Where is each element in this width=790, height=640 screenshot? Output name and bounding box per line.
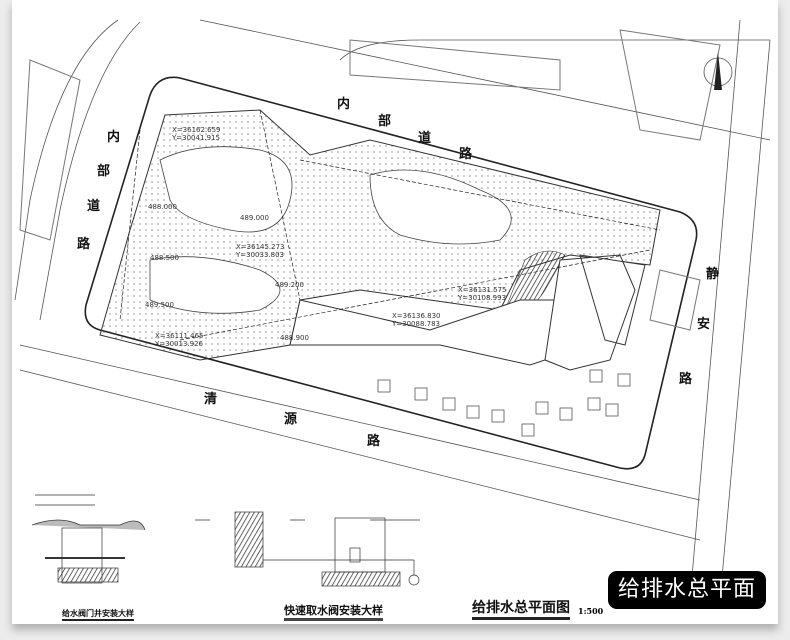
quick-valve-detail-title: 快速取水阀安装大样 (284, 602, 383, 621)
elevation: 488.500 (150, 254, 179, 262)
valve-well-detail (31, 494, 146, 584)
road-char: 内 (107, 129, 120, 145)
road-char: 部 (378, 113, 391, 129)
elevation: 488.000 (148, 203, 177, 211)
coord-y: Y=30033.803 (235, 251, 284, 259)
elevation: 489.200 (275, 281, 304, 289)
road-label-inner-left: 内 部 道 路 (77, 129, 120, 252)
plan-scale: 1:500 (578, 606, 604, 616)
valve-well-detail-title: 给水阀门井安装大样 (62, 608, 134, 621)
buildings (19, 29, 721, 371)
elevation: 489.000 (240, 214, 269, 222)
title-badge: 给排水总平面图 (608, 571, 766, 624)
road-label-qingyuan: 清 源 路 (204, 391, 381, 449)
surrounding-roads (14, 19, 771, 601)
elevation-labels: 489.000 488.500 489.500 489.200 488.000 … (145, 203, 309, 342)
coord-y: Y=30108.993 (457, 294, 506, 302)
plan-title: 给排水总平面图 (472, 597, 570, 620)
quick-valve-detail (195, 511, 420, 587)
coord-x: X=36111.465 (155, 332, 204, 340)
north-arrow-icon (703, 52, 733, 90)
parking-blocks (377, 369, 631, 437)
road-char: 静 (706, 266, 719, 282)
coord-x: X=36131.575 (458, 286, 507, 294)
site-boundary (84, 76, 698, 470)
road-char: 部 (97, 163, 110, 179)
road-char: 道 (418, 130, 431, 146)
road-char: 道 (87, 198, 100, 214)
coord-y: Y=30013.926 (154, 340, 204, 348)
drawing-sheet: 内 部 道 路 内 部 道 路 静 安 路 清 源 路 X=36162.659 … (12, 0, 778, 624)
road-label-jingan: 静 安 路 (679, 266, 719, 387)
road-char: 路 (679, 371, 693, 387)
elevation: 488.900 (280, 334, 309, 342)
road-label-inner-top: 内 部 道 路 (337, 96, 473, 162)
water-pipes (119, 109, 661, 341)
coord-x: X=36136.830 (392, 312, 441, 320)
road-char: 路 (77, 236, 91, 252)
road-char: 安 (697, 316, 710, 332)
coord-y: Y=30041.915 (171, 134, 220, 142)
road-char: 路 (367, 433, 381, 449)
road-char: 路 (459, 146, 473, 162)
coord-x: X=36162.659 (172, 126, 221, 134)
coord-y: Y=30088.783 (391, 320, 440, 328)
site-plan-drawing: 内 部 道 路 内 部 道 路 静 安 路 清 源 路 X=36162.659 … (14, 19, 771, 601)
garden-paths (149, 146, 512, 314)
coord-x: X=36145.273 (236, 243, 285, 251)
coordinate-labels: X=36162.659 Y=30041.915 X=36145.273 Y=30… (154, 126, 507, 348)
road-char: 清 (204, 391, 217, 407)
elevation: 489.500 (145, 301, 174, 309)
road-char: 内 (337, 96, 350, 112)
road-char: 源 (284, 411, 297, 427)
